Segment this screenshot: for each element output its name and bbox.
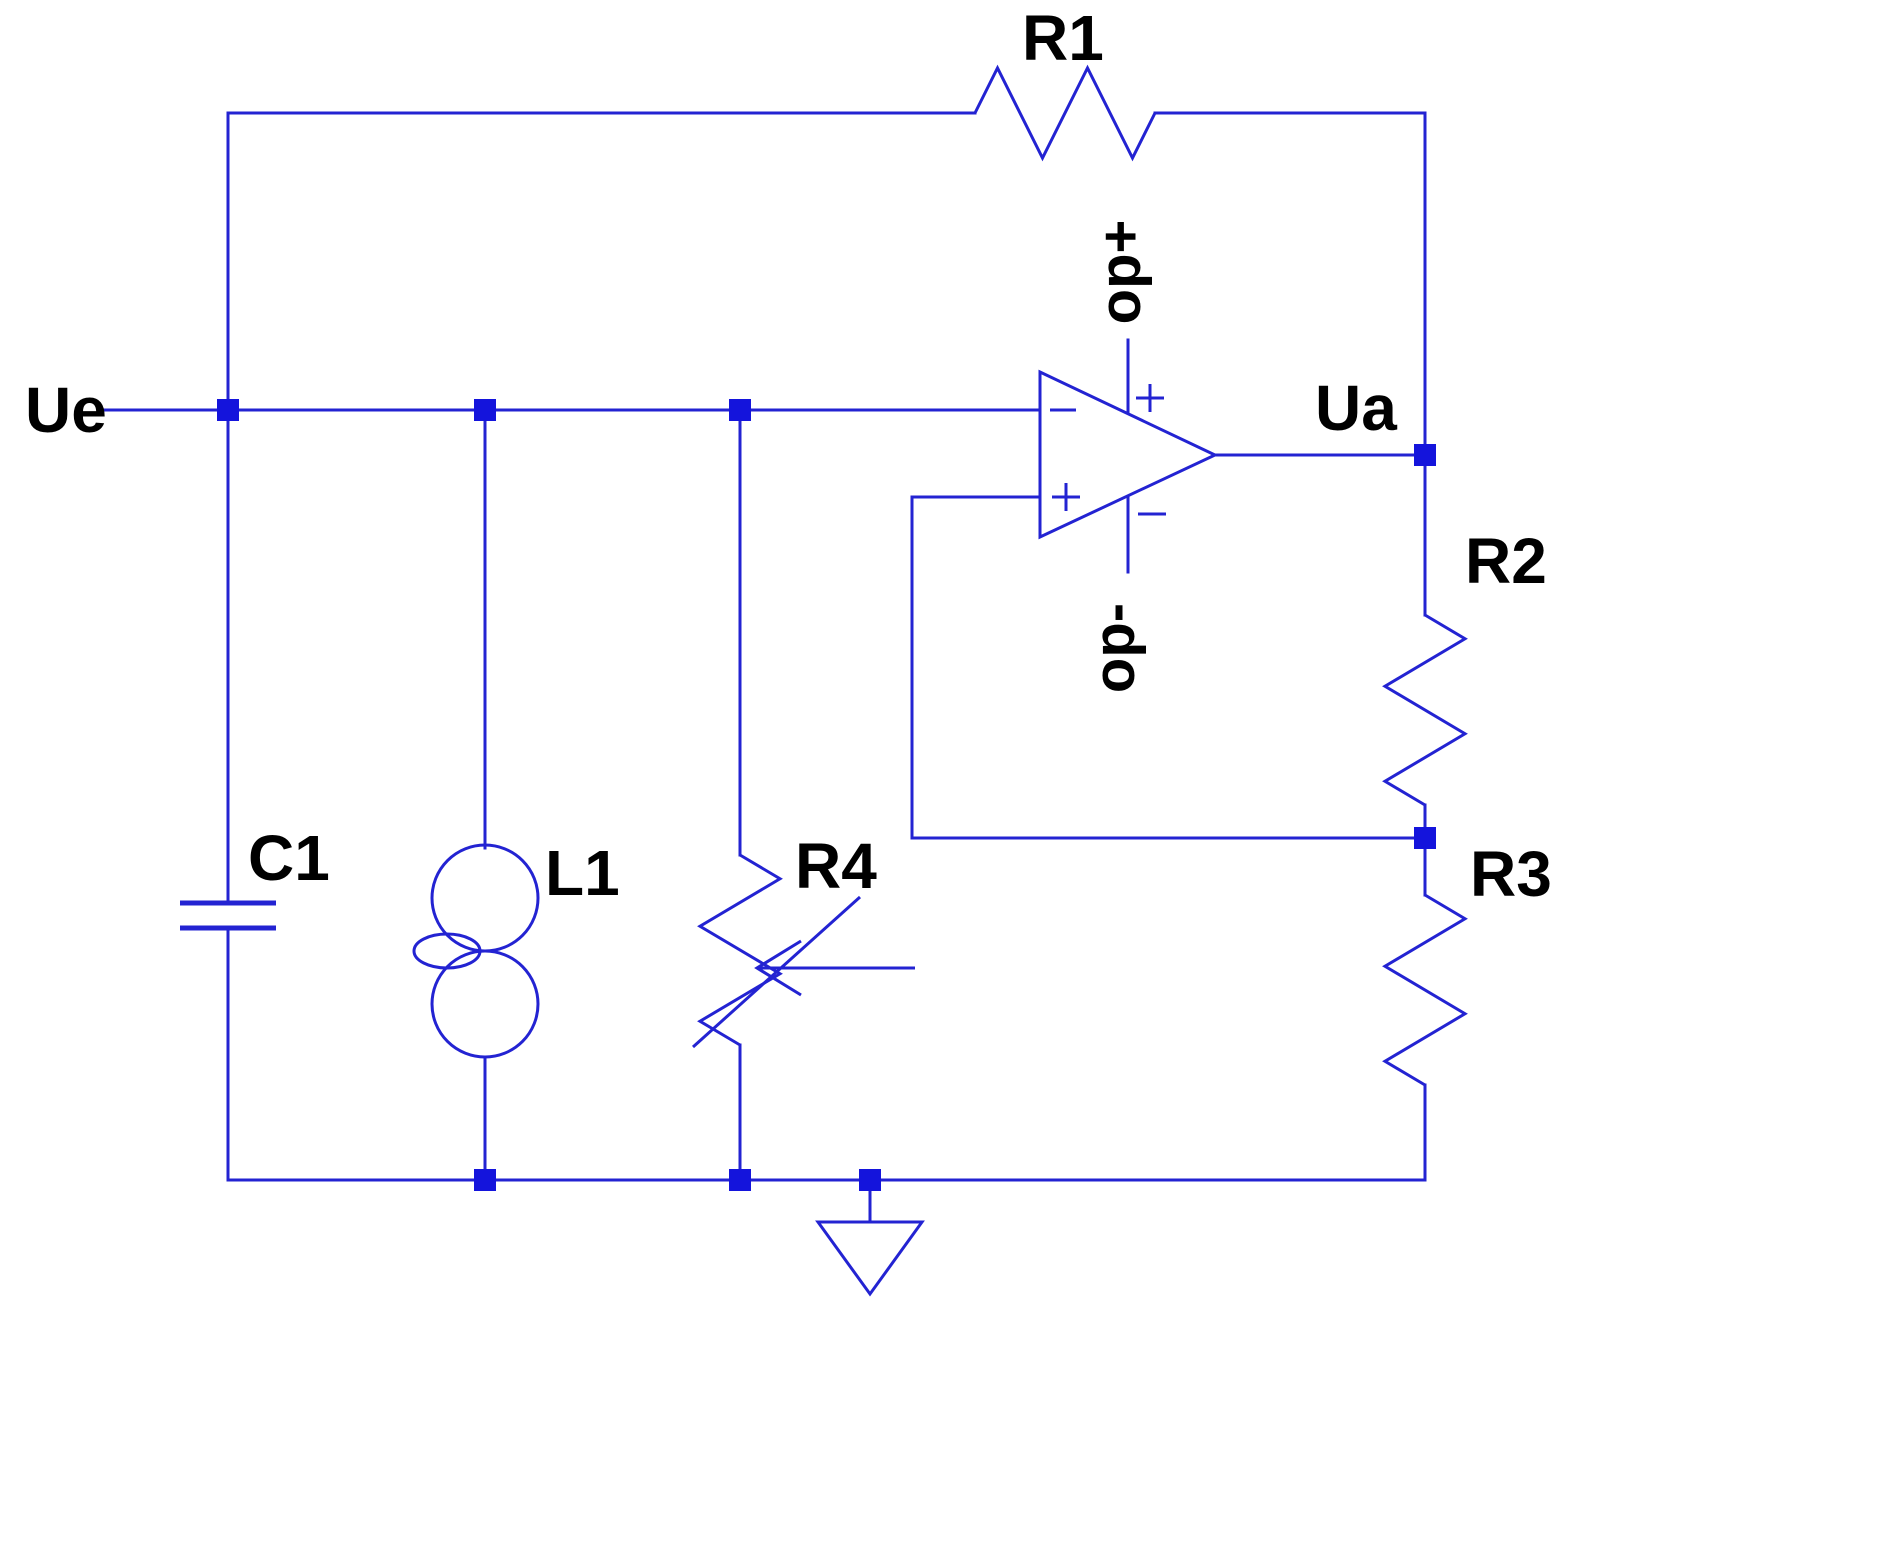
resistor-r2-zigzag — [1382, 613, 1468, 807]
r4-adjust-slash — [691, 895, 862, 1049]
junction-nodes — [217, 399, 1436, 1191]
resistor-r4-zigzag — [697, 853, 783, 1047]
resistor-r1-symbol — [973, 64, 1157, 162]
ground-icon — [815, 1189, 925, 1297]
r4-wiper-arrowhead — [754, 939, 802, 997]
inductor-loop-crossover — [412, 932, 482, 970]
component-label-r4: R4 — [795, 830, 877, 902]
opamp-supply-plus-mark — [1136, 384, 1164, 412]
opamp-noninverting-plus-mark — [1052, 483, 1080, 511]
junction-node-r4-bottom — [729, 1169, 751, 1191]
component-label-c1: C1 — [248, 822, 330, 894]
capacitor-c1-symbol — [180, 900, 276, 931]
component-label-l1: L1 — [545, 837, 620, 909]
opamp-supply-neg-label: op- — [1082, 603, 1147, 693]
junction-node-output — [1414, 444, 1436, 466]
opamp-triangle — [1038, 369, 1219, 540]
inductor-l1-symbol — [412, 843, 540, 1059]
opamp-symbol — [1038, 338, 1219, 574]
resistor-r3-symbol — [1382, 893, 1468, 1087]
wire-feedback-to-noninverting — [910, 495, 1427, 840]
wire-input-to-r1 — [226, 111, 977, 412]
junction-node-r4-top — [729, 399, 751, 421]
component-label-r3: R3 — [1470, 838, 1552, 910]
inductor-loop-bottom — [430, 949, 540, 1059]
junction-node-l1-top — [474, 399, 496, 421]
opamp-supply-pos-label: op+ — [1088, 220, 1153, 325]
component-label-r1: R1 — [1022, 2, 1104, 74]
resistor-r2-symbol — [1382, 613, 1468, 807]
resistor-r1-zigzag — [973, 64, 1157, 162]
resistor-r3-zigzag — [1382, 893, 1468, 1087]
wires — [101, 111, 1427, 1182]
junction-node-divider-tap — [1414, 827, 1436, 849]
variable-resistor-r4-symbol — [691, 853, 915, 1049]
junction-node-input — [217, 399, 239, 421]
ground-triangle — [815, 1220, 925, 1297]
labels: Ue Ua R1 R2 R3 R4 C1 L1 op+ op- — [25, 2, 1552, 910]
net-label-ua: Ua — [1315, 372, 1397, 444]
wire-r1-to-output-node — [1153, 111, 1427, 457]
component-label-r2: R2 — [1465, 525, 1547, 597]
junction-node-ground — [859, 1169, 881, 1191]
net-label-ue: Ue — [25, 374, 107, 446]
junction-node-l1-bottom — [474, 1169, 496, 1191]
